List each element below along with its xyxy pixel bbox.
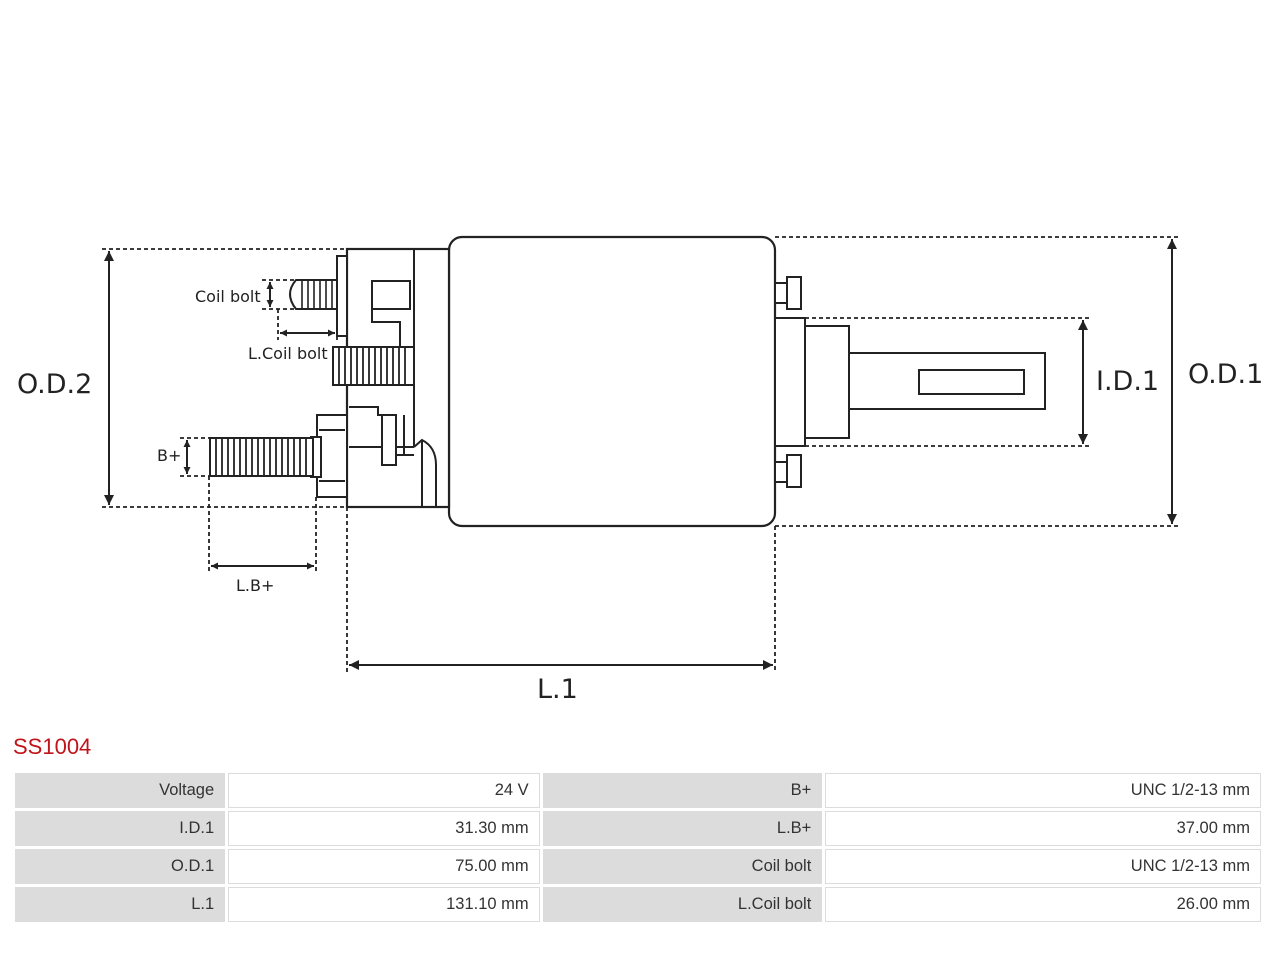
od2-label: O.D.2 (17, 369, 92, 400)
cap-internals (349, 249, 437, 507)
coil-threaded-block (332, 346, 415, 386)
table-row: O.D.1 75.00 mm Coil bolt UNC 1/2-13 mm (15, 849, 1261, 884)
od1-label: O.D.1 (1188, 359, 1263, 390)
spec-label: Coil bolt (542, 849, 823, 884)
coil-bolt (289, 255, 348, 337)
extension-lines (102, 236, 1180, 672)
table-row: I.D.1 31.30 mm L.B+ 37.00 mm (15, 811, 1261, 846)
spec-label: I.D.1 (15, 811, 226, 846)
main-housing (447, 235, 777, 528)
part-number-title: SS1004 (13, 734, 92, 759)
spec-label: L.Coil bolt (542, 887, 823, 922)
spec-value: UNC 1/2-13 mm (825, 773, 1261, 808)
spec-value: 131.10 mm (228, 887, 540, 922)
table-row: Voltage 24 V B+ UNC 1/2-13 mm (15, 773, 1261, 808)
coil-bolt-label: Coil bolt (195, 287, 261, 306)
spec-table: Voltage 24 V B+ UNC 1/2-13 mm I.D.1 31.3… (12, 770, 1264, 925)
spec-value: 24 V (228, 773, 540, 808)
l1-label: L.1 (537, 674, 578, 705)
l-b-plus-label: L.B+ (236, 576, 274, 595)
spec-value: 37.00 mm (825, 811, 1261, 846)
table-row: L.1 131.10 mm L.Coil bolt 26.00 mm (15, 887, 1261, 922)
solenoid-dimension-diagram: O.D.2 O.D.1 I.D.1 L.1 Coil bolt L.Coil b… (17, 235, 1263, 705)
dimension-arrows (104, 239, 1177, 670)
spec-label: Voltage (15, 773, 226, 808)
spec-value: 26.00 mm (825, 887, 1261, 922)
spec-label: B+ (542, 773, 823, 808)
spec-value: UNC 1/2-13 mm (825, 849, 1261, 884)
l-coil-bolt-label: L.Coil bolt (248, 344, 328, 363)
spec-label: L.1 (15, 887, 226, 922)
spec-value: 75.00 mm (228, 849, 540, 884)
b-plus-terminal (209, 414, 348, 498)
spec-label: O.D.1 (15, 849, 226, 884)
plunger-assembly (774, 276, 1046, 488)
b-plus-label: B+ (157, 446, 181, 465)
spec-label: L.B+ (542, 811, 823, 846)
id1-label: I.D.1 (1096, 366, 1159, 397)
spec-value: 31.30 mm (228, 811, 540, 846)
